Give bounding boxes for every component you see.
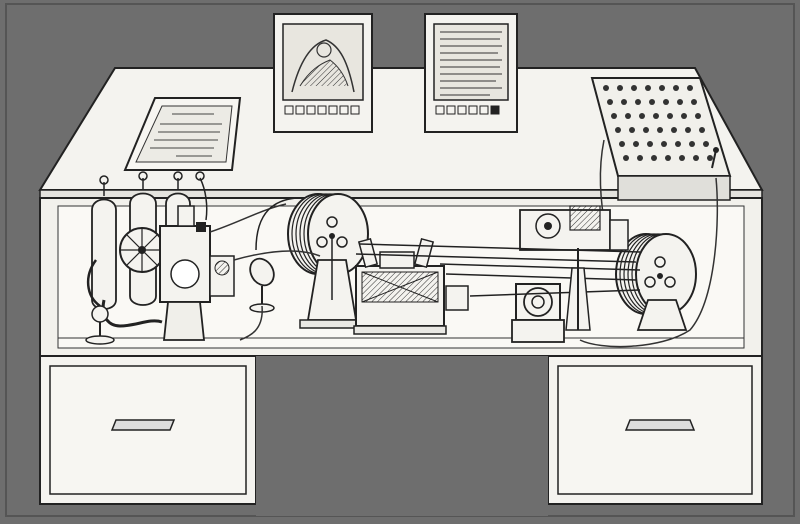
back-support (255, 197, 297, 251)
lamp-icon (85, 305, 115, 345)
drawer-handle-icon (110, 419, 176, 431)
screen-index-squares (284, 105, 360, 115)
kneehole (256, 356, 548, 516)
screen-text-lines (440, 31, 502, 96)
screen-index-squares (435, 105, 500, 115)
film-reel-right (615, 233, 697, 331)
control-cable (239, 305, 263, 341)
control-cable (233, 250, 321, 261)
lever-icon (711, 147, 719, 169)
control-cable (579, 177, 719, 348)
panel-keys (603, 85, 713, 161)
keyboard-panel (590, 77, 732, 201)
film-transport-rods (355, 243, 641, 297)
camera-assembly (119, 205, 235, 341)
translucent-writing-plate (123, 97, 242, 171)
drawer-handle-icon (624, 419, 696, 431)
right-viewing-screen (424, 13, 518, 133)
left-viewing-screen (273, 13, 373, 133)
projector-unit (353, 237, 469, 335)
electric-motor (511, 283, 565, 343)
lamp-icon (249, 257, 275, 313)
control-cable (209, 203, 287, 233)
gear-box (519, 205, 629, 251)
rod-supports (565, 248, 591, 331)
hose (87, 259, 101, 308)
film-reel-left (287, 193, 369, 329)
